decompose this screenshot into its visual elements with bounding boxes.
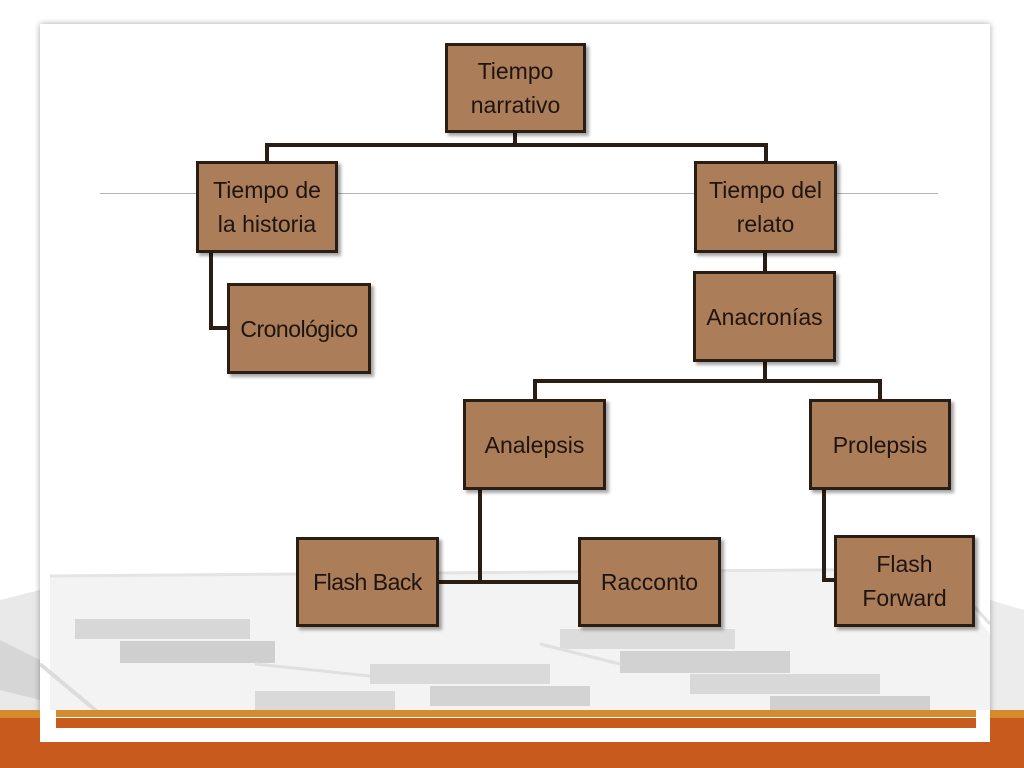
node-tiempo-del-relato: Tiempo del relato	[694, 161, 837, 253]
accent-stripe-rust	[56, 718, 976, 728]
node-cronologico: Cronológico	[227, 283, 371, 374]
node-tiempo-de-la-historia: Tiempo de la historia	[196, 161, 338, 253]
accent-band-left	[0, 718, 40, 742]
node-label: Tiempo de la historia	[213, 177, 321, 237]
node-racconto: Racconto	[578, 537, 721, 627]
accent-band-right-orange	[990, 710, 1024, 718]
node-label: Tiempo del relato	[709, 177, 822, 237]
accent-band-right	[990, 718, 1024, 742]
node-label: Prolepsis	[832, 431, 928, 458]
connector-to-flash-forward	[822, 486, 838, 582]
card-watermark-decoration	[40, 567, 990, 716]
node-label: Racconto	[600, 569, 699, 595]
node-label: Analepsis	[484, 431, 585, 458]
node-label: Tiempo narrativo	[470, 58, 561, 118]
node-label: Anacronías	[706, 303, 823, 330]
node-analepsis: Analepsis	[463, 399, 606, 490]
node-label: Flash Forward	[862, 551, 947, 611]
node-prolepsis: Prolepsis	[809, 399, 951, 490]
node-anacronias: Anacronías	[693, 271, 836, 362]
node-flash-back: Flash Back	[296, 537, 439, 627]
accent-band-bottom	[0, 742, 1024, 768]
node-label: Flash Back	[313, 569, 422, 595]
accent-stripe-orange	[56, 710, 976, 717]
connector-to-chronological	[209, 249, 231, 330]
node-label: Cronológico	[240, 315, 358, 342]
accent-band-left-orange	[0, 710, 40, 718]
horizontal-guide-line	[100, 193, 938, 194]
node-tiempo-narrativo: Tiempo narrativo	[445, 43, 586, 133]
node-flash-forward: Flash Forward	[834, 535, 975, 627]
